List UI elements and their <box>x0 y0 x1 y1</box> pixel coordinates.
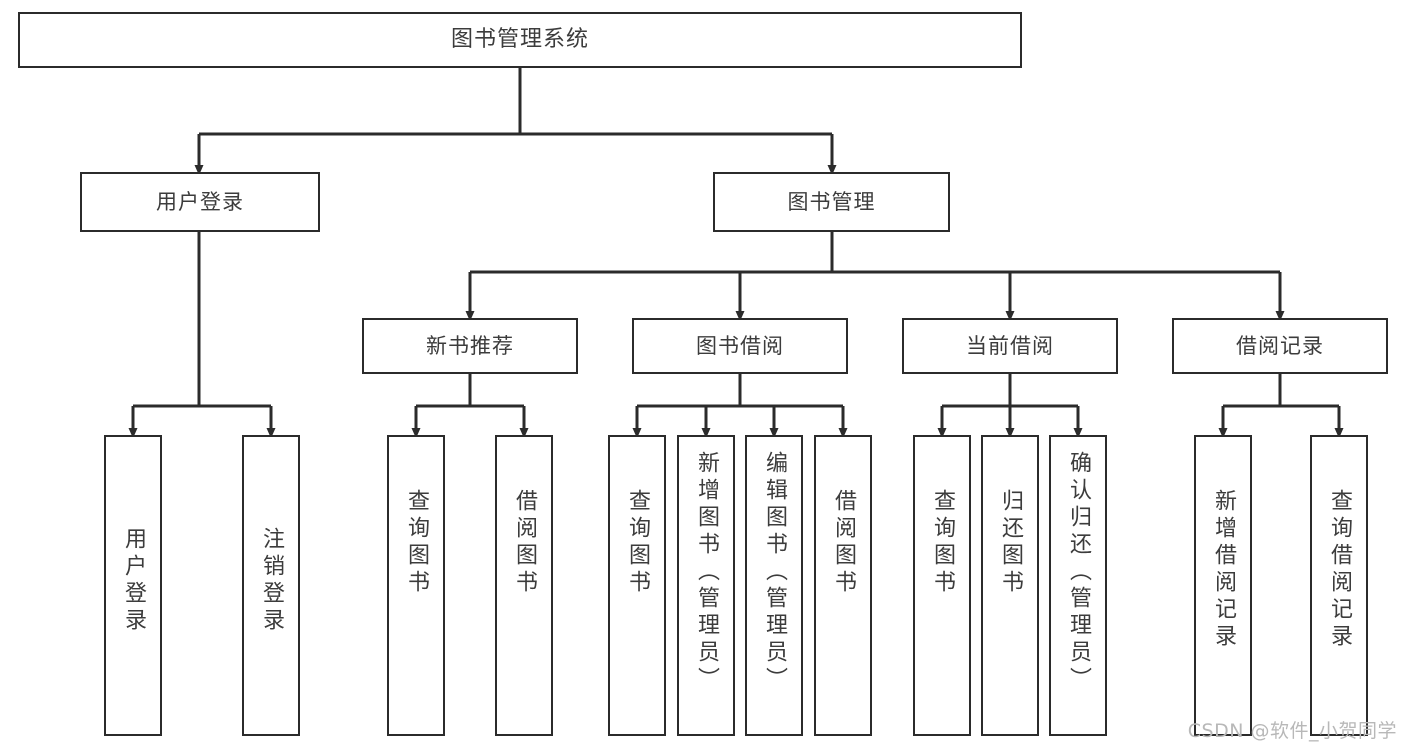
leaf-borrow-books-rec[interactable]: 借阅图书 <box>495 435 553 736</box>
node-label: 用户登录 <box>121 527 146 635</box>
node-new-book-recommend[interactable]: 新书推荐 <box>362 318 578 374</box>
node-book-borrow[interactable]: 图书借阅 <box>632 318 848 374</box>
node-label: 新增图书（管理员） <box>694 451 719 694</box>
leaf-query-books-borrow[interactable]: 查询图书 <box>608 435 666 736</box>
leaf-confirm-return-admin[interactable]: 确认归还（管理员） <box>1049 435 1107 736</box>
node-label: 图书借阅 <box>696 333 784 358</box>
leaf-return-books[interactable]: 归还图书 <box>981 435 1039 736</box>
node-label: 查询图书 <box>930 489 955 597</box>
node-label: 注销登录 <box>259 527 284 635</box>
leaf-user-login[interactable]: 用户登录 <box>104 435 162 736</box>
node-book-management[interactable]: 图书管理 <box>713 172 950 232</box>
leaf-query-books-current[interactable]: 查询图书 <box>913 435 971 736</box>
node-label: 归还图书 <box>998 489 1023 597</box>
node-label: 新书推荐 <box>426 333 514 358</box>
node-label: 借阅图书 <box>512 489 537 597</box>
node-label: 用户登录 <box>156 189 244 214</box>
node-label: 查询图书 <box>404 489 429 597</box>
node-label: 借阅记录 <box>1236 333 1324 358</box>
leaf-query-books-rec[interactable]: 查询图书 <box>387 435 445 736</box>
node-user-login[interactable]: 用户登录 <box>80 172 320 232</box>
node-borrow-records[interactable]: 借阅记录 <box>1172 318 1388 374</box>
leaf-logout[interactable]: 注销登录 <box>242 435 300 736</box>
node-label: 查询图书 <box>625 489 650 597</box>
node-label: 图书管理 <box>787 189 876 214</box>
leaf-add-borrow-record[interactable]: 新增借阅记录 <box>1194 435 1252 736</box>
leaf-borrow-books[interactable]: 借阅图书 <box>814 435 872 736</box>
leaf-add-book-admin[interactable]: 新增图书（管理员） <box>677 435 735 736</box>
leaf-edit-book-admin[interactable]: 编辑图书（管理员） <box>745 435 803 736</box>
node-label: 确认归还（管理员） <box>1066 451 1091 694</box>
node-label: 新增借阅记录 <box>1211 489 1236 651</box>
node-label: 查询借阅记录 <box>1327 489 1352 651</box>
node-current-borrow[interactable]: 当前借阅 <box>902 318 1118 374</box>
leaf-query-borrow-record[interactable]: 查询借阅记录 <box>1310 435 1368 736</box>
node-root-system[interactable]: 图书管理系统 <box>18 12 1022 68</box>
node-label: 借阅图书 <box>831 489 856 597</box>
node-label: 编辑图书（管理员） <box>762 451 787 694</box>
node-label: 图书管理系统 <box>450 27 589 53</box>
node-label: 当前借阅 <box>966 333 1054 358</box>
